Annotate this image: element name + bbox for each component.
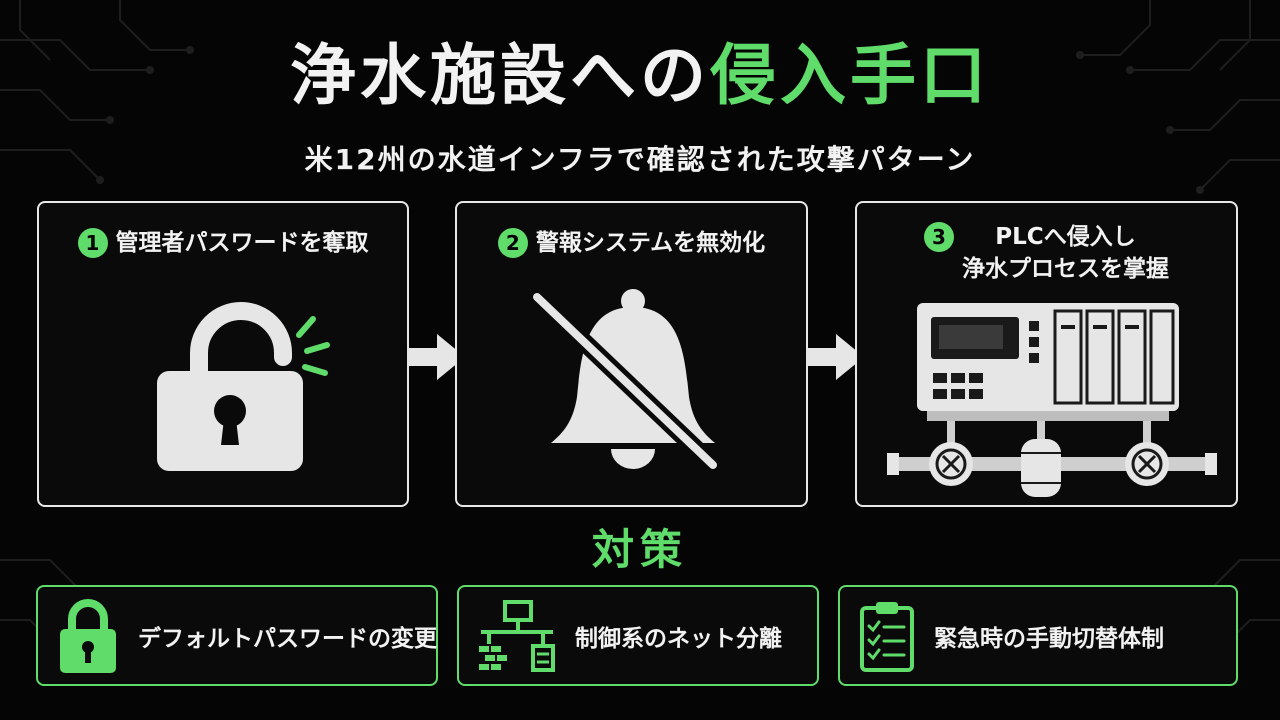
step-card-3: 3 PLCへ侵入し 浄水プロセスを掌握 [855,201,1238,507]
countermeasures-title: 対策 [591,525,688,574]
step-number-badge: 2 [497,228,528,258]
title-main: 浄水施設への [290,37,710,114]
step-card-2: 2 警報システムを無効化 [455,201,808,507]
title-accent: 侵入手口 [710,37,990,114]
countermeasure-label: デフォルトパスワードの変更 [138,625,437,652]
bell-slash-icon [530,289,720,472]
countermeasure-label: 制御系のネット分離 [575,625,782,652]
unlocked-padlock-icon [157,302,330,471]
countermeasure-card-3: 緊急時の手動切替体制 [838,585,1238,686]
page-title: 浄水施設への侵入手口 [0,28,1280,124]
arrow-right-icon [407,334,465,380]
step-label: 管理者パスワードを奪取 [115,230,369,256]
step-card-1: 1 管理者パスワードを奪取 [37,201,409,507]
step-label: 警報システムを無効化 [535,230,766,256]
network-segmentation-icon [479,599,555,672]
arrow-right-icon [806,334,864,380]
clipboard-checklist-icon [860,601,914,672]
page-subtitle: 米12州の水道インフラで確認された攻撃パターン [304,143,976,176]
countermeasure-card-1: デフォルトパスワードの変更 [36,585,438,686]
step-number-badge: 3 [924,222,954,252]
step-header: 3 PLCへ侵入し 浄水プロセスを掌握 [857,221,1236,285]
step-number-badge: 1 [77,228,108,258]
step-header: 2 警報システムを無効化 [457,227,806,259]
step-header: 1 管理者パスワードを奪取 [39,227,407,259]
padlock-icon [60,598,116,673]
plc-control-panel-icon [887,303,1217,497]
step-label: PLCへ侵入し 浄水プロセスを掌握 [962,224,1169,282]
countermeasure-label: 緊急時の手動切替体制 [934,625,1164,652]
countermeasure-card-2: 制御系のネット分離 [457,585,819,686]
